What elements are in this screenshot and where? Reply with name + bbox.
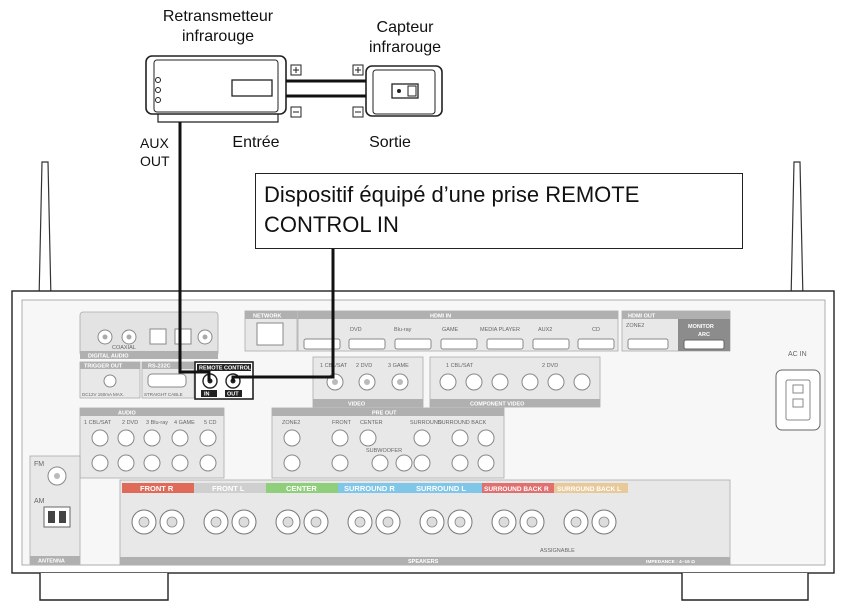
antenna-section: ANTENNA FM AM bbox=[29, 455, 81, 565]
network-label: NETWORK bbox=[253, 314, 281, 320]
pre-out-section: PRE OUT ZONE2 FRONT CENTER SURROUND SURR… bbox=[271, 407, 505, 479]
trigger-rs232-section: TRIGGER OUT DC12V 150mA MAX. RS-232C STR… bbox=[79, 361, 195, 399]
trigger-out-label: TRIGGER OUT bbox=[84, 364, 123, 370]
fm-label: FM bbox=[34, 461, 44, 468]
band-center-label: CENTER bbox=[286, 484, 317, 493]
band-surround-l-label: SURROUND L bbox=[416, 484, 466, 493]
impedance-label: IMPEDANCE : 4~16 Ω bbox=[646, 559, 695, 565]
band-surround-back-r-label: SURROUND BACK R bbox=[484, 486, 549, 493]
output-label: Sortie bbox=[369, 134, 411, 151]
network-section: NETWORK bbox=[244, 310, 298, 352]
plus-minus-markers bbox=[290, 64, 364, 118]
hdmi-in-6: AUX2 bbox=[538, 327, 552, 333]
assignable-label: ASSIGNABLE bbox=[540, 548, 575, 554]
band-front-r bbox=[122, 483, 194, 493]
ir-repeater-device bbox=[145, 55, 287, 123]
audio-in-2: 2 DVD bbox=[122, 420, 138, 426]
band-front-r-label: FRONT R bbox=[140, 484, 174, 493]
band-surround-r-label: SURROUND R bbox=[344, 484, 395, 493]
pre-out-label: PRE OUT bbox=[372, 411, 397, 417]
band-surround-back-r bbox=[482, 483, 554, 493]
remote-control-label: REMOTE CONTROL bbox=[199, 366, 252, 372]
device-callout: Dispositif équipé d’une prise REMOTE CON… bbox=[255, 173, 743, 249]
straight-cable-label: STRAIGHT CABLE bbox=[144, 392, 183, 397]
trigger-spec-label: DC12V 150mA MAX. bbox=[82, 392, 124, 397]
pre-out-front: FRONT bbox=[332, 420, 352, 426]
pre-out-surround-back: SURROUND BACK bbox=[438, 420, 487, 426]
arc-label: ARC bbox=[698, 332, 710, 338]
remote-in-label: IN bbox=[204, 392, 210, 398]
remote-out-label: OUT bbox=[227, 392, 239, 398]
ac-in-section: AC IN bbox=[775, 351, 821, 431]
audio-in-1: 1 CBL/SAT bbox=[84, 420, 112, 426]
connection-cables bbox=[178, 79, 366, 381]
hdmi-in-7: CD bbox=[592, 327, 600, 333]
band-center bbox=[266, 483, 338, 493]
hdmi-out-section: HDMI OUT MONITOR ARC ZONE2 bbox=[621, 310, 731, 352]
ir-sensor-label: Capteur infrarouge bbox=[368, 19, 442, 56]
audio-label: AUDIO bbox=[118, 411, 136, 417]
hdmi-in-5: MEDIA PLAYER bbox=[480, 327, 520, 333]
remote-control-section: REMOTE CONTROL IN OUT bbox=[194, 361, 254, 400]
ir-sensor-device bbox=[365, 65, 443, 117]
audio-in-3: 3 Blu-ray bbox=[146, 420, 168, 426]
band-surround-r bbox=[338, 483, 410, 493]
hdmi-zone2-label: ZONE2 bbox=[626, 323, 644, 329]
rs232c-label: RS-232C bbox=[148, 364, 171, 370]
video-in-2: 2 DVD bbox=[356, 363, 372, 369]
digital-audio-label: DIGITAL AUDIO bbox=[88, 354, 129, 360]
audio-in-4: 4 GAME bbox=[174, 420, 195, 426]
band-surround-back-l-label: SURROUND BACK L bbox=[557, 486, 621, 493]
audio-section: AUDIO 1 CBL/SAT 2 DVD 3 Blu-ray 4 GAME 5… bbox=[79, 407, 225, 479]
input-label: Entrée bbox=[232, 134, 280, 151]
pre-out-surround: SURROUND bbox=[410, 420, 442, 426]
monitor-label: MONITOR bbox=[688, 324, 714, 330]
hdmi-in-3: Blu-ray bbox=[394, 327, 412, 333]
hdmi-in-label: HDMI IN bbox=[430, 314, 451, 320]
hdmi-in-4: GAME bbox=[442, 327, 459, 333]
am-label: AM bbox=[34, 498, 45, 505]
band-front-l bbox=[194, 483, 266, 493]
aux-out-label: AUX OUT bbox=[140, 135, 170, 169]
pre-out-zone2: ZONE2 bbox=[282, 420, 300, 426]
speakers-section: SPEAKERS IMPEDANCE : 4~16 Ω ASSIGNABLE F… bbox=[119, 479, 731, 566]
audio-in-5: 5 CD bbox=[204, 420, 217, 426]
ir-repeater-label: Retransmetteur infrarouge bbox=[162, 8, 274, 45]
component-in-2: 2 DVD bbox=[542, 363, 558, 369]
component-in-1: 1 CBL/SAT bbox=[446, 363, 474, 369]
hdmi-out-label: HDMI OUT bbox=[628, 314, 656, 320]
component-video-label: COMPONENT VIDEO bbox=[470, 402, 525, 408]
component-video-section: COMPONENT VIDEO 1 CBL/SAT 2 DVD bbox=[429, 356, 601, 408]
video-label: VIDEO bbox=[348, 402, 366, 408]
coaxial-label: COAXIAL bbox=[112, 345, 136, 351]
band-surround-back-l bbox=[554, 483, 628, 493]
digital-audio-section: DIGITAL AUDIO COAXIAL bbox=[79, 311, 219, 360]
antenna-label: ANTENNA bbox=[38, 559, 65, 565]
video-section: VIDEO 1 CBL/SAT 2 DVD 3 GAME bbox=[312, 356, 424, 408]
video-in-3: 3 GAME bbox=[388, 363, 409, 369]
hdmi-in-section: HDMI IN DVD Blu-ray GAME MEDIA PLAYER AU… bbox=[297, 310, 619, 352]
pre-out-subwoofer: SUBWOOFER bbox=[366, 448, 402, 454]
speakers-label: SPEAKERS bbox=[408, 559, 439, 565]
band-front-l-label: FRONT L bbox=[212, 484, 245, 493]
ac-in-label: AC IN bbox=[788, 351, 807, 358]
pre-out-center: CENTER bbox=[360, 420, 383, 426]
hdmi-in-2: DVD bbox=[350, 327, 362, 333]
band-surround-l bbox=[410, 483, 482, 493]
